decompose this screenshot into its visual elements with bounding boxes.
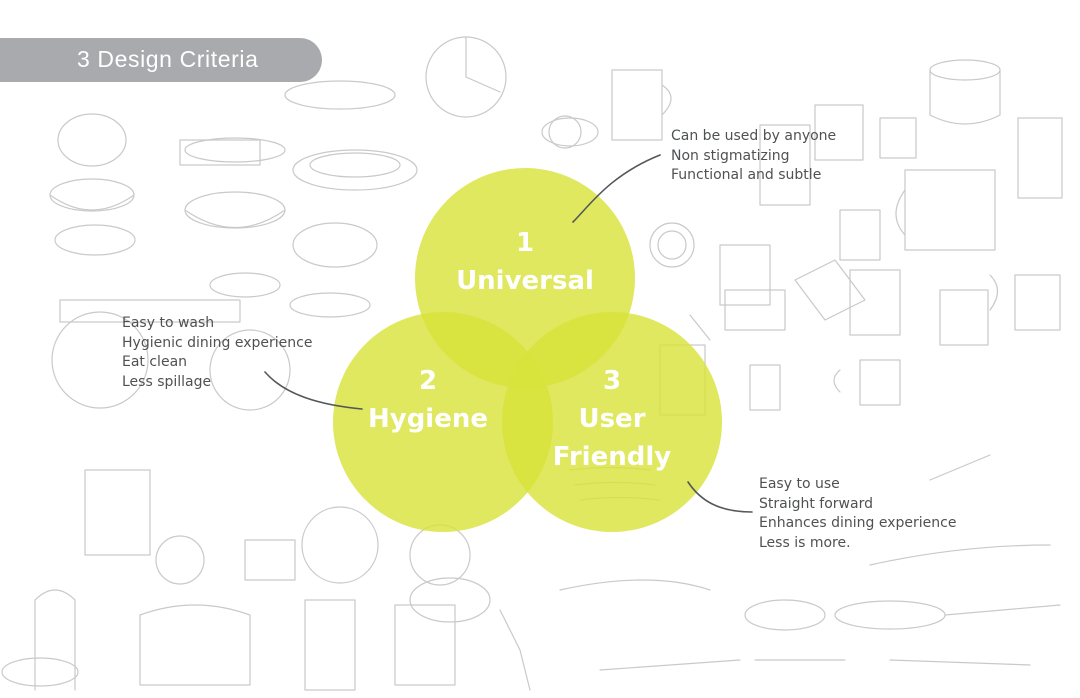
criterion-name: Hygiene [367, 404, 488, 434]
note-line: Non stigmatizing [671, 147, 790, 164]
hygiene-notes: Easy to wash Hygienic dining experience … [122, 314, 312, 392]
note-line: Straight forward [759, 495, 873, 512]
venn-circles [333, 168, 722, 532]
slide-title-banner: 3 Design Criteria [0, 38, 322, 82]
slide-title: 3 Design Criteria [77, 46, 259, 72]
note-line: Less spillage [122, 373, 212, 390]
note-line: Functional and subtle [671, 167, 822, 184]
connector-universal [572, 154, 661, 223]
criterion-universal-label: 1 Universal [440, 224, 610, 300]
note-line: Hygienic dining experience [122, 334, 313, 351]
connector-hygiene [264, 371, 363, 410]
note-line: Less is more. [759, 534, 851, 551]
criterion-number: 2 [418, 366, 438, 396]
criterion-number: 1 [515, 228, 535, 258]
criterion-name: User [578, 404, 646, 434]
circle-hygiene [333, 312, 553, 532]
note-line: Eat clean [122, 354, 188, 371]
user-friendly-notes: Easy to use Straight forward Enhances di… [759, 475, 956, 553]
note-line: Easy to use [759, 476, 840, 492]
connector-user-friendly [687, 481, 753, 513]
criterion-name: Friendly [552, 442, 672, 472]
note-line: Can be used by anyone [671, 128, 837, 144]
universal-notes: Can be used by anyone Non stigmatizing F… [671, 127, 836, 186]
criterion-name: Universal [456, 266, 594, 296]
note-line: Enhances dining experience [759, 515, 957, 532]
circle-user-friendly [502, 312, 722, 532]
note-line: Easy to wash [122, 315, 215, 331]
criterion-number: 3 [602, 366, 622, 396]
criterion-hygiene-label: 2 Hygiene [343, 362, 513, 438]
criterion-user-friendly-label: 3 User Friendly [527, 362, 697, 476]
